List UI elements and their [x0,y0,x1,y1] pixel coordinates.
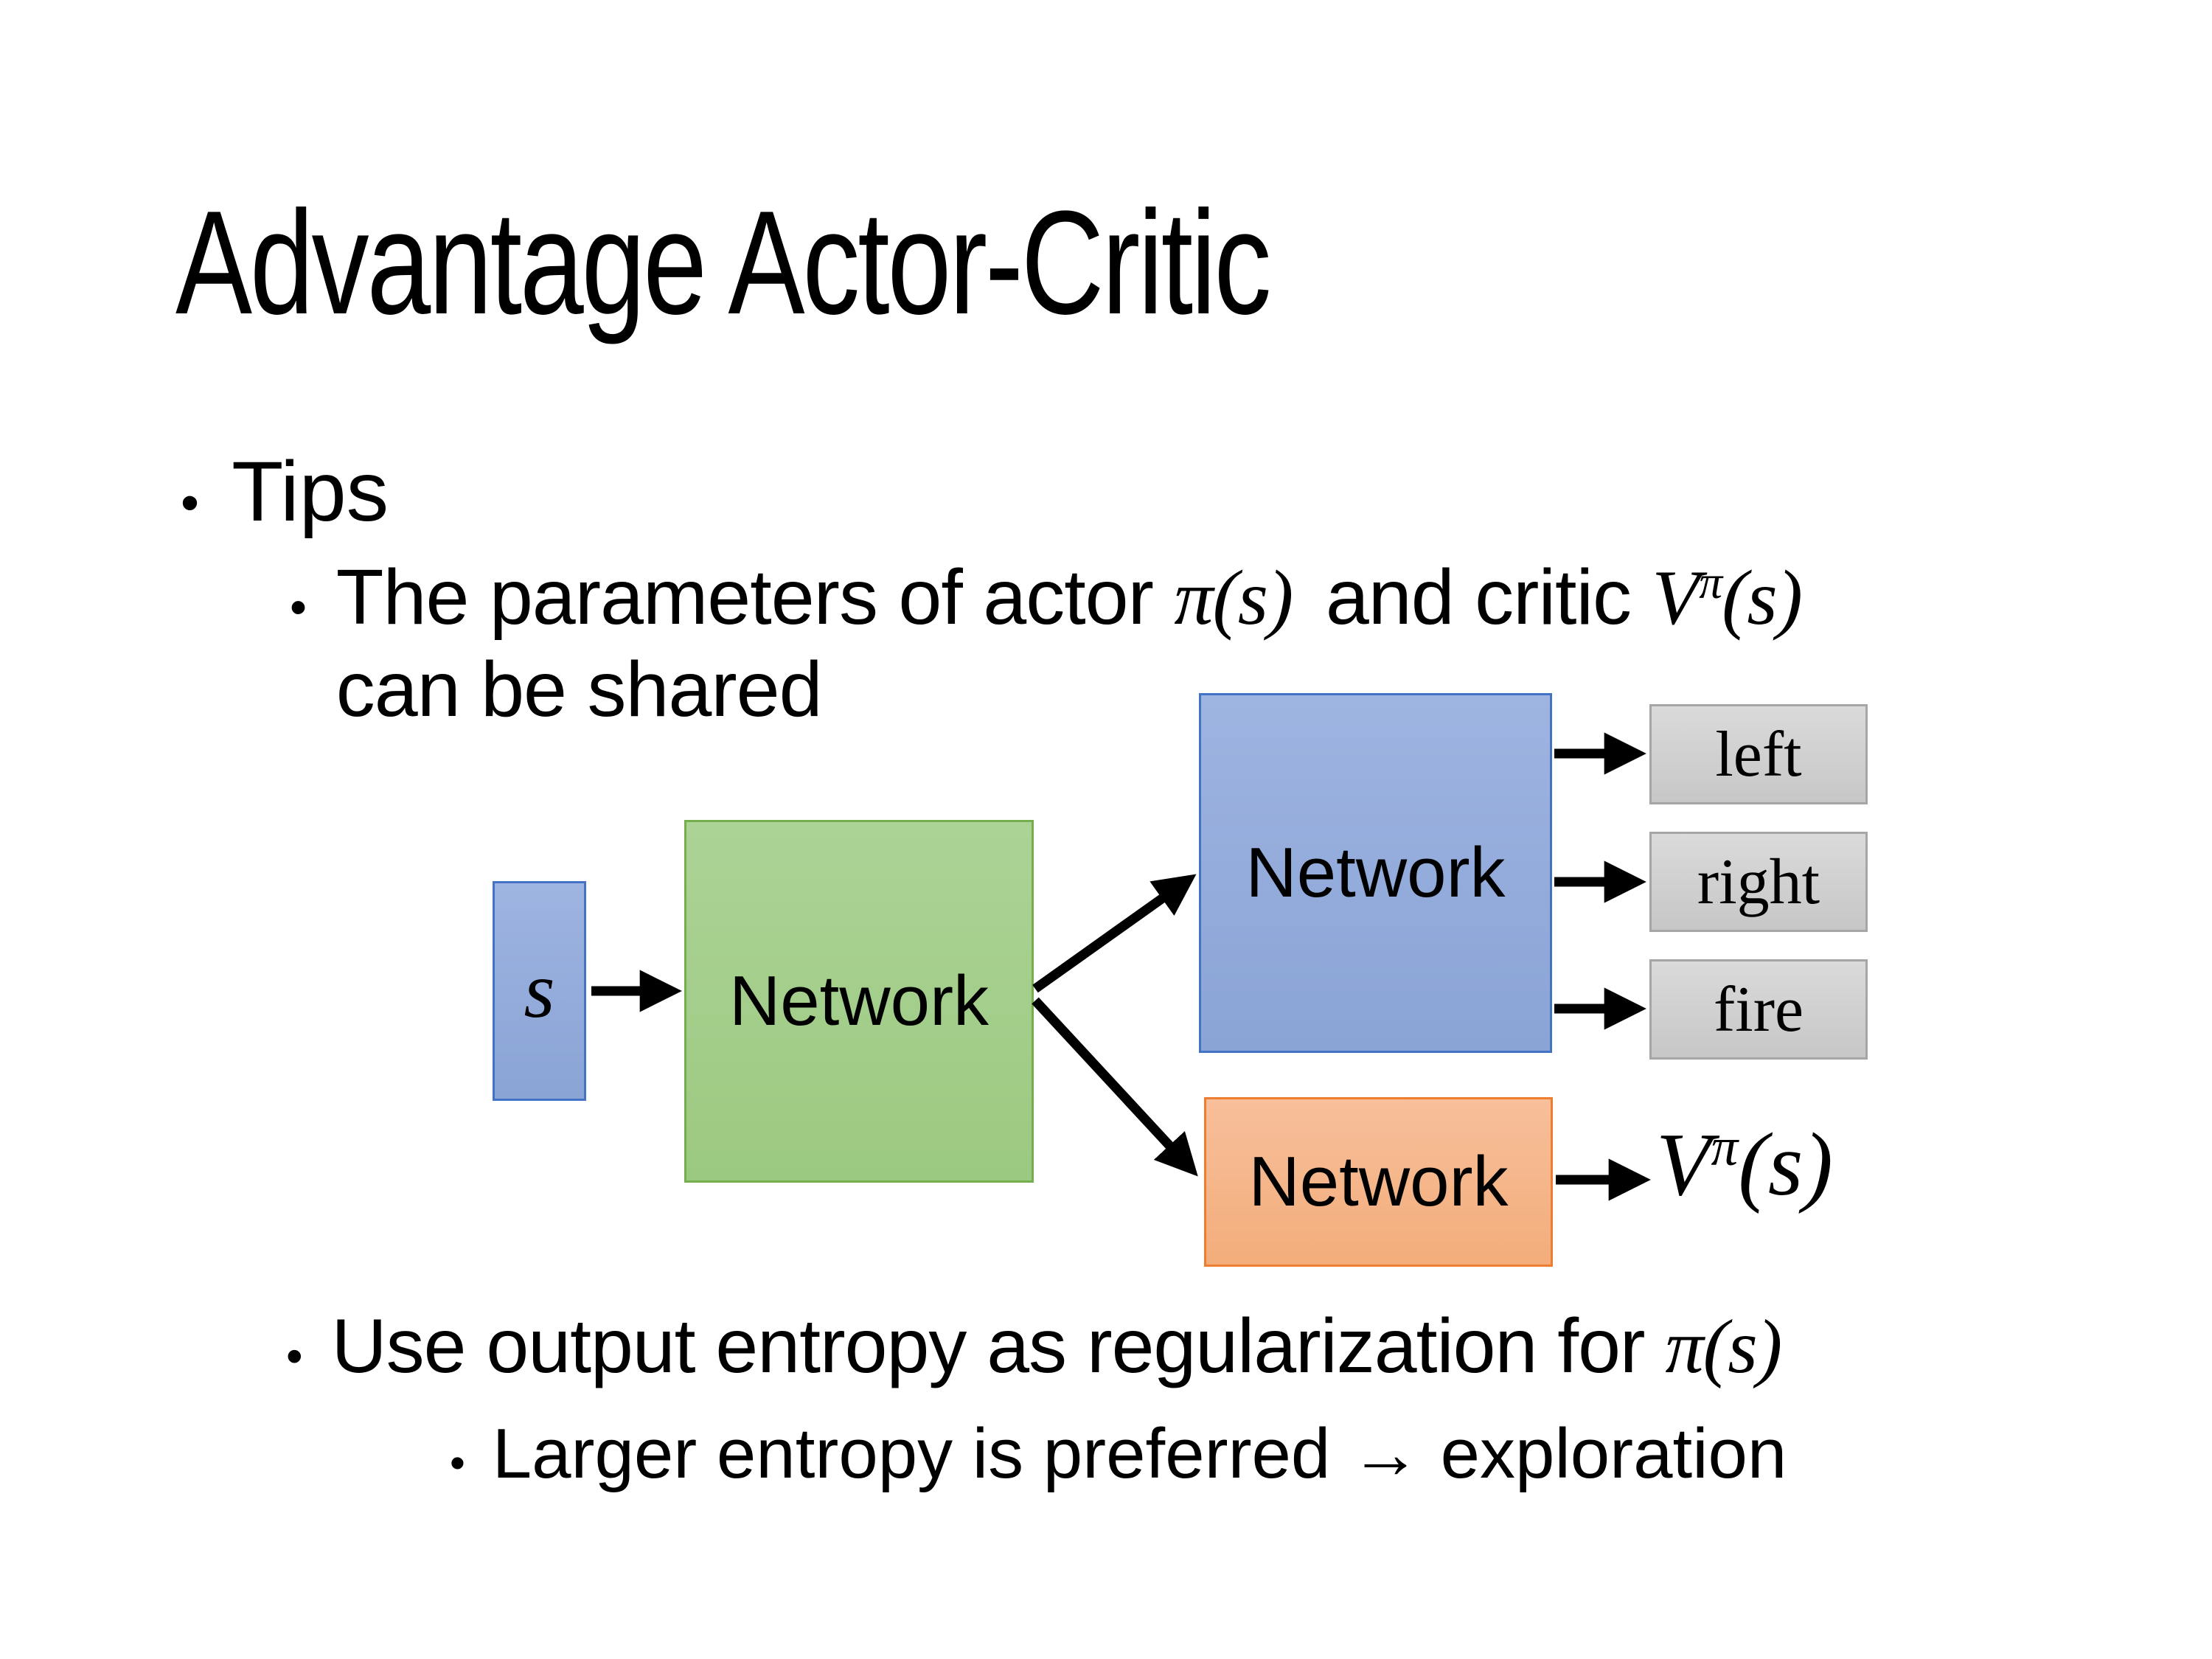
bullet-parameters-shared: • The parameters of actor π(s) and critic… [290,552,1803,735]
entropy-text-before: Use output entropy as regularization for [331,1304,1666,1389]
math-v: V [1656,1115,1711,1214]
critic-network-box: Network [1204,1097,1553,1267]
bullet-larger-text: Larger entropy is preferred → exploratio… [492,1414,1787,1493]
param-text-before: The parameters of actor [335,554,1175,641]
shared-network-box: Network [684,820,1034,1183]
action-box-left: left [1649,704,1868,804]
action-label-left: left [1715,718,1802,790]
param-text-mid: and critic [1325,554,1652,641]
math-v-args: (s) [1722,554,1803,641]
bullet-dot: • [450,1438,465,1487]
bullet-parameters-text: The parameters of actor π(s) and critic V… [335,552,1803,735]
critic-value-output: Vπ(s) [1656,1112,1833,1217]
bullet-tips-text: Tips [232,445,389,539]
bullet-entropy-text: Use output entropy as regularization for… [331,1301,1783,1394]
math-pi-s: π(s) [1174,554,1293,641]
bullet-dot: • [290,580,307,634]
action-label-fire: fire [1713,973,1804,1046]
bullet-tips: • Tips [181,441,389,543]
arrow-shared-to-actor [1032,874,1197,993]
actor-network-box: Network [1199,693,1552,1053]
action-box-right: right [1649,832,1868,932]
slide-title: Advantage Actor-Critic [175,181,1271,345]
action-label-right: right [1697,846,1820,918]
action-box-fire: fire [1649,959,1868,1060]
arrow-shared-to-critic [1032,997,1198,1177]
bullet-entropy-regularization: • Use output entropy as regularization f… [286,1301,1783,1394]
state-input-label: s [524,947,555,1034]
actor-network-label: Network [1245,833,1506,912]
math-v: V [1652,554,1700,641]
param-text-line2: can be shared [335,646,823,734]
bullet-dot: • [181,473,199,532]
bullet-larger-entropy: • Larger entropy is preferred → explorat… [450,1411,1787,1496]
bullet-dot: • [286,1329,303,1382]
math-v-superscript-pi: π [1699,556,1722,609]
shared-network-label: Network [728,961,990,1040]
state-input-box: s [493,881,586,1101]
math-pi-s: π(s) [1665,1304,1782,1389]
math-v-superscript-pi: π [1711,1116,1739,1177]
critic-network-label: Network [1248,1142,1509,1221]
math-v-args: (s) [1738,1115,1833,1214]
